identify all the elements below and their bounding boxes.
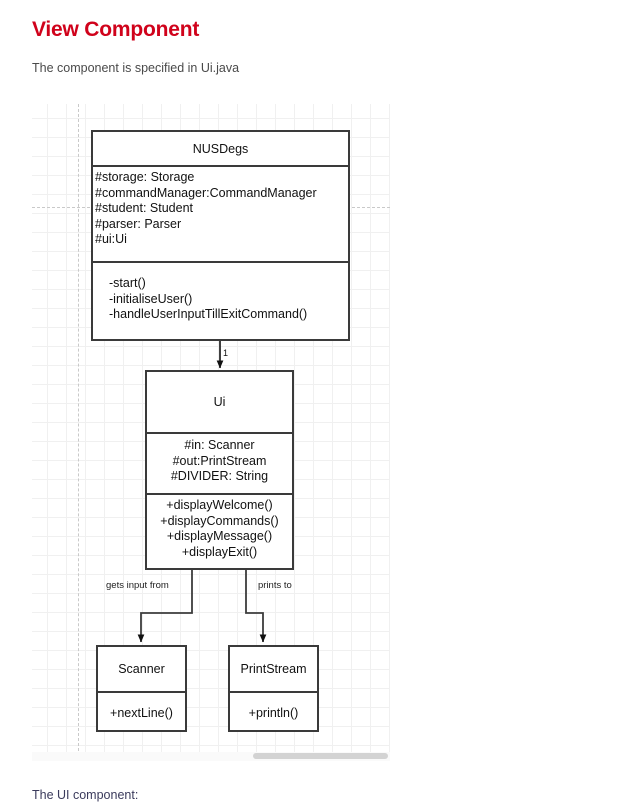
uml-class-ui-attributes: #in: Scanner #out:PrintStream #DIVIDER: … <box>147 432 292 493</box>
uml-method: -start() <box>109 276 146 290</box>
uml-class-ui[interactable]: Ui #in: Scanner #out:PrintStream #DIVIDE… <box>145 370 294 570</box>
uml-class-scanner-name: Scanner <box>118 662 165 676</box>
uml-class-nusdegs-methods: -start() -initialiseUser() -handleUserIn… <box>93 261 348 341</box>
multiplicity-label-nusdegs-ui: 1 <box>223 348 229 358</box>
alignment-guide-vertical <box>78 104 79 756</box>
uml-class-printstream-name: PrintStream <box>240 662 307 676</box>
uml-attribute: #parser: Parser <box>95 216 182 231</box>
uml-class-nusdegs-attributes: #storage: Storage #commandManager:Comman… <box>93 165 348 261</box>
uml-attribute: #commandManager:CommandManager <box>95 185 317 200</box>
uml-attribute: #storage: Storage <box>95 170 195 184</box>
uml-class-scanner-methods: +nextLine() <box>98 691 185 734</box>
diagram-horizontal-scrollbar[interactable] <box>32 752 390 761</box>
edge-label-prints-to: prints to <box>258 580 292 591</box>
uml-attribute: #in: Scanner <box>184 438 255 452</box>
uml-class-nusdegs-name: NUSDegs <box>192 141 249 156</box>
diagram-viewport[interactable]: NUSDegs #storage: Storage #commandManage… <box>32 104 390 756</box>
uml-attribute: #DIVIDER: String <box>170 469 269 483</box>
uml-class-nusdegs[interactable]: NUSDegs #storage: Storage #commandManage… <box>91 130 350 341</box>
uml-method: +displayExit() <box>181 544 258 559</box>
uml-method: -handleUserInputTillExitCommand() <box>109 307 308 321</box>
diagram-horizontal-scrollbar-thumb[interactable] <box>253 753 388 759</box>
uml-method: -initialiseUser() <box>109 291 193 306</box>
page-subtitle: The component is specified in Ui.java <box>32 61 240 75</box>
uml-attribute: #out:PrintStream <box>172 453 267 468</box>
uml-attribute: #student: Student <box>95 201 193 215</box>
uml-class-printstream[interactable]: PrintStream +println() <box>228 645 319 732</box>
uml-class-scanner[interactable]: Scanner +nextLine() <box>96 645 187 732</box>
uml-method: +println() <box>248 705 299 720</box>
page-title: View Component <box>32 18 200 41</box>
uml-class-printstream-header: PrintStream <box>230 647 317 691</box>
uml-class-ui-name: Ui <box>213 395 226 409</box>
uml-attribute: #ui:Ui <box>95 232 127 246</box>
uml-class-ui-header: Ui <box>147 372 292 432</box>
trailing-paragraph: The UI component: <box>32 788 139 802</box>
uml-method: +displayWelcome() <box>166 498 273 512</box>
uml-class-scanner-header: Scanner <box>98 647 185 691</box>
uml-class-printstream-methods: +println() <box>230 691 317 734</box>
uml-method: +displayCommands() <box>160 513 279 528</box>
uml-class-nusdegs-header: NUSDegs <box>93 132 348 165</box>
uml-class-ui-methods: +displayWelcome() +displayCommands() +di… <box>147 493 292 572</box>
edge-label-gets-input-from: gets input from <box>106 580 169 591</box>
uml-method: +displayMessage() <box>166 529 273 543</box>
uml-method: +nextLine() <box>110 705 173 720</box>
